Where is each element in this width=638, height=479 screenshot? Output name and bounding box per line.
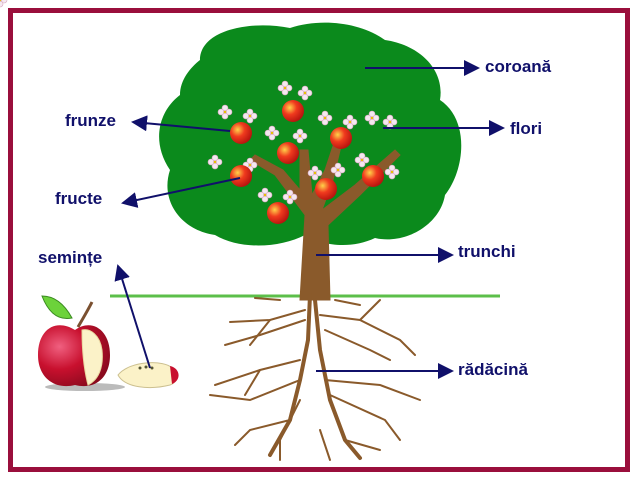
apple xyxy=(282,100,304,122)
label-trunk: trunchi xyxy=(458,242,516,261)
apple xyxy=(230,122,252,144)
pointer-arrows xyxy=(114,60,505,379)
apple xyxy=(315,178,337,200)
apple xyxy=(362,165,384,187)
arrow-leaves xyxy=(131,115,231,132)
apple xyxy=(267,202,289,224)
label-seeds: semințe xyxy=(38,248,103,267)
arrow-fruits xyxy=(121,177,241,208)
arrow-seeds xyxy=(114,264,151,369)
label-flowers: flori xyxy=(510,119,543,138)
canopy xyxy=(159,22,462,246)
flowers xyxy=(0,0,400,205)
apple xyxy=(330,127,352,149)
label-fruits: fructe xyxy=(55,189,103,208)
label-crown: coroană xyxy=(485,57,552,76)
apple xyxy=(277,142,299,164)
label-roots: rădăcină xyxy=(458,360,528,379)
trunk xyxy=(209,139,421,461)
cut-apple xyxy=(38,295,179,391)
apple xyxy=(230,165,252,187)
label-leaves: frunze xyxy=(65,111,116,130)
frame-border xyxy=(8,8,630,472)
apples-on-tree xyxy=(230,100,384,224)
